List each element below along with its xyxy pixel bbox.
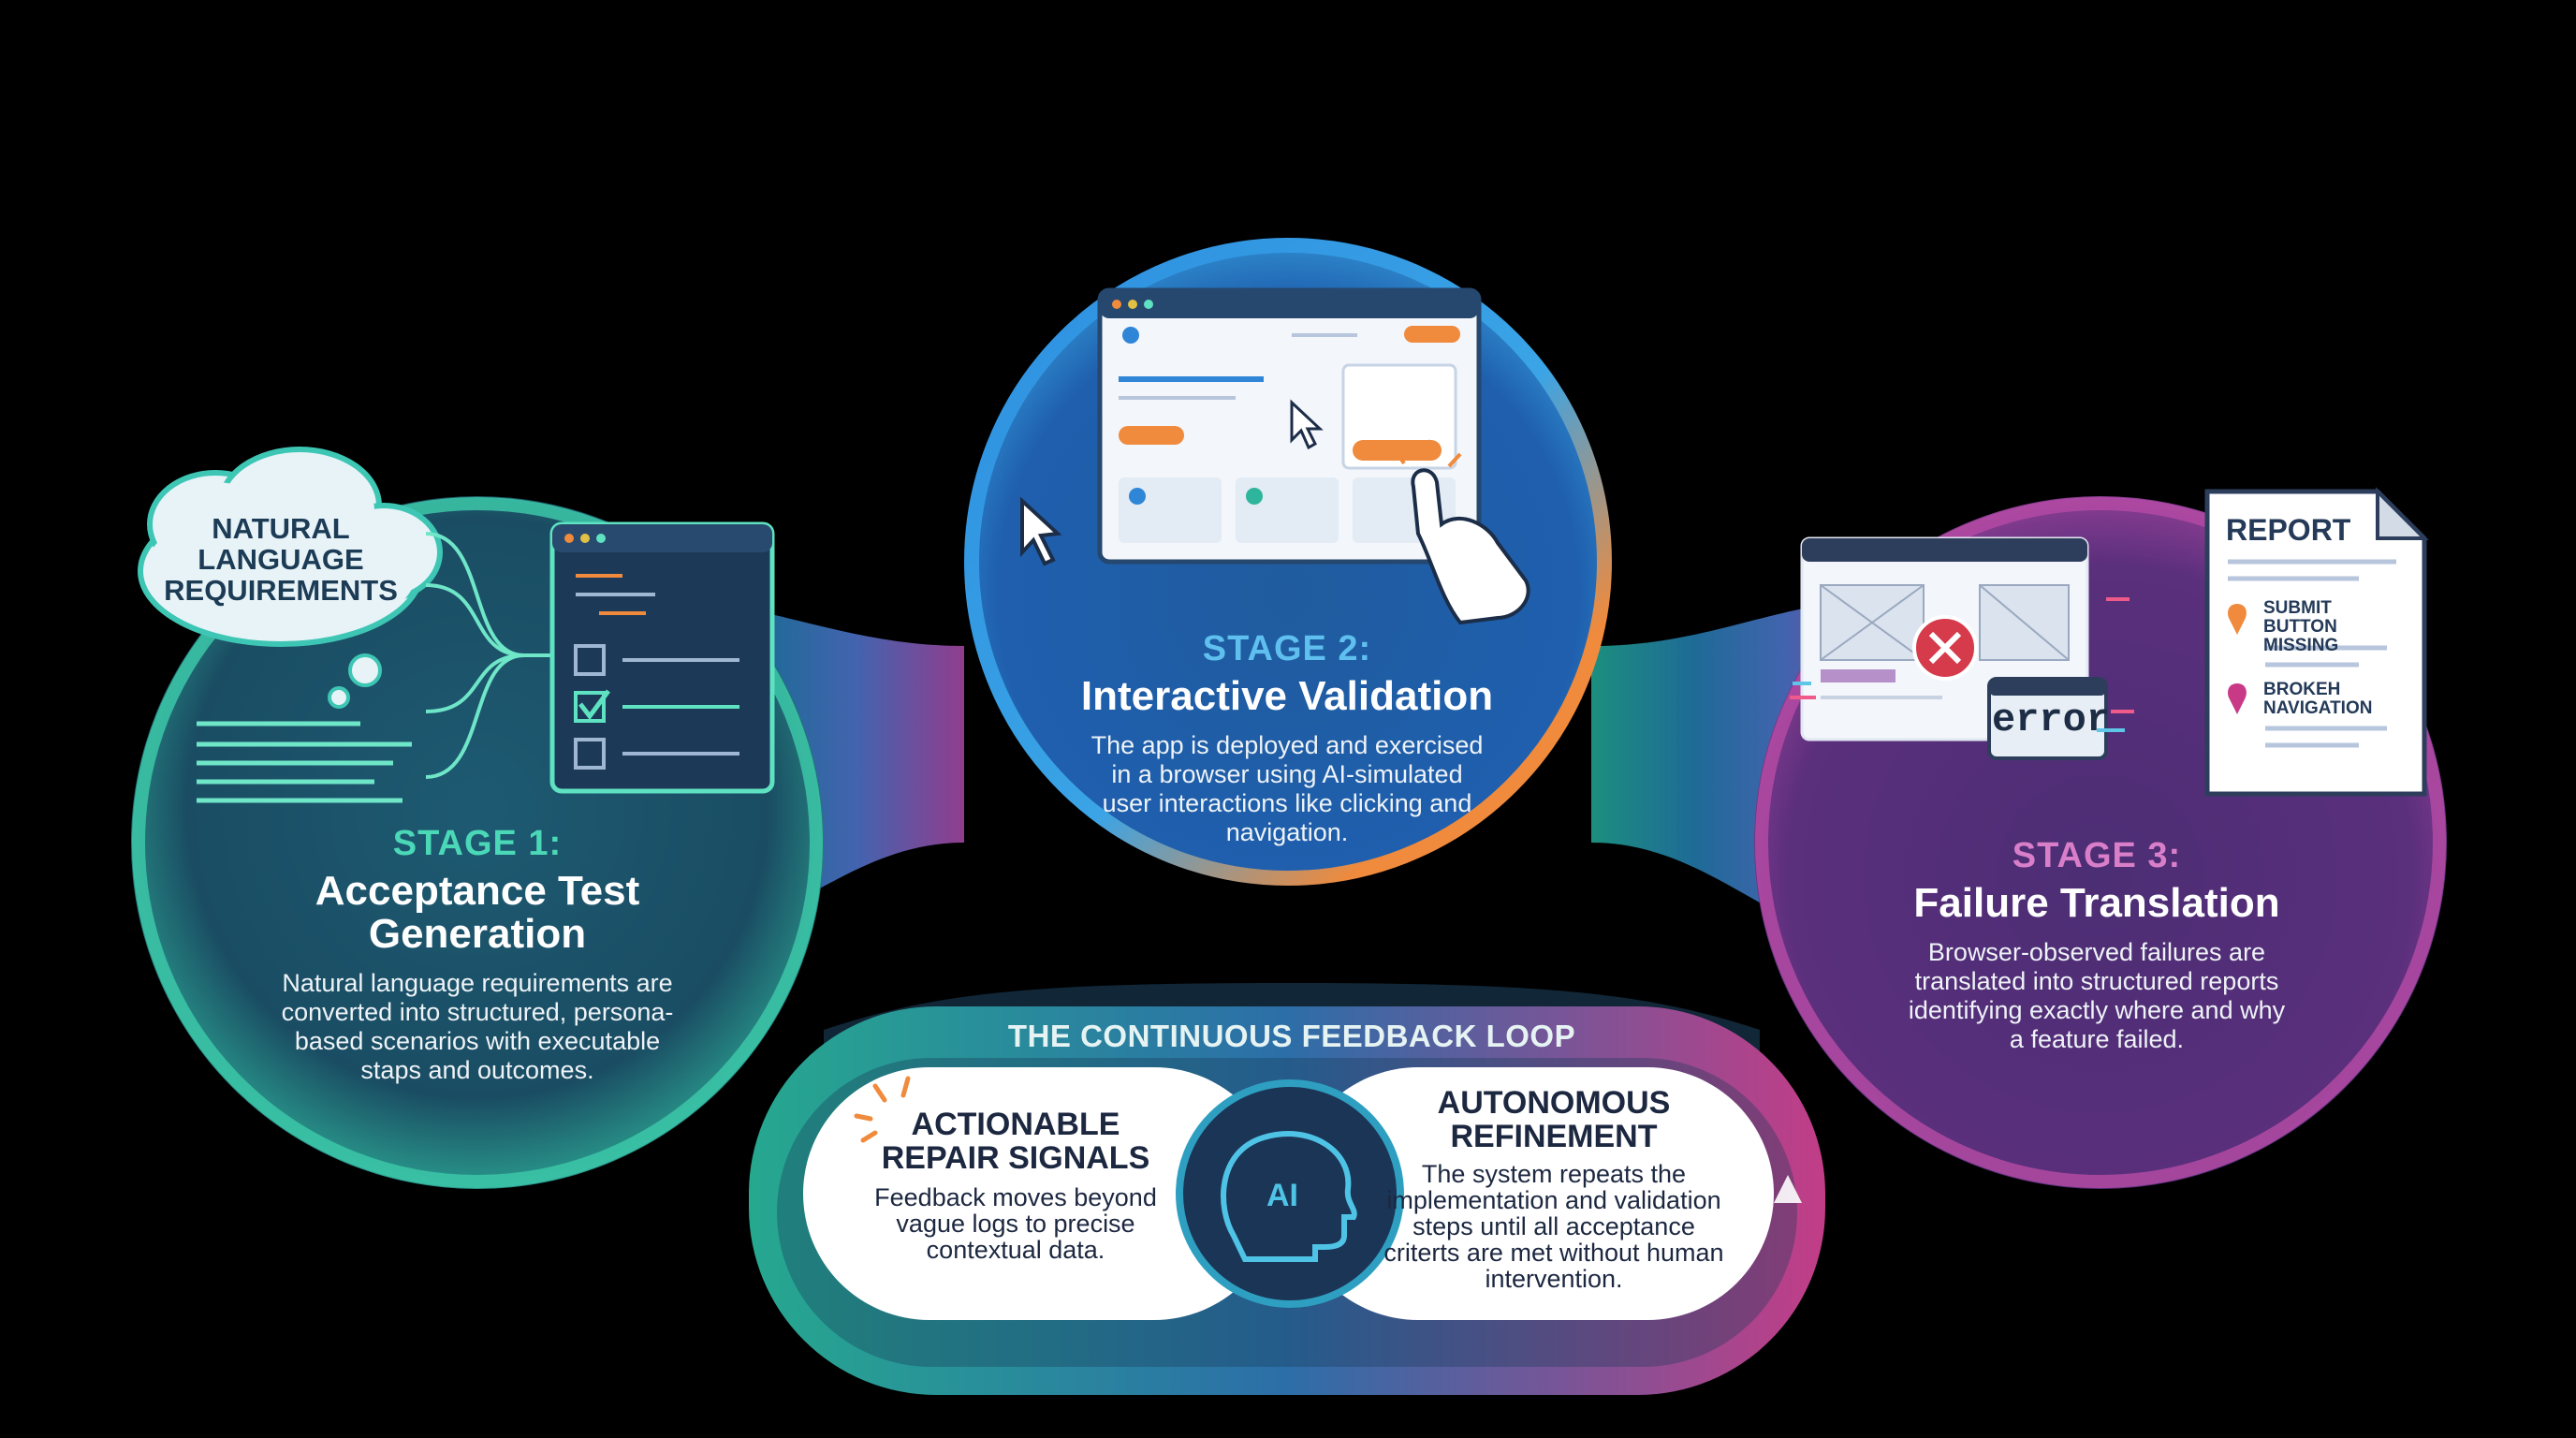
stage1-label: STAGE 1: xyxy=(392,824,563,863)
repair-signals-heading: ACTIONABLE REPAIR SIGNALS xyxy=(881,1107,1150,1176)
broken-browser-mockup xyxy=(1790,536,2134,760)
stage3-text: STAGE 3: Failure Translation Browser-obs… xyxy=(1863,836,2331,1054)
ai-head-icon xyxy=(1221,1131,1357,1262)
stage3-label: STAGE 3: xyxy=(2012,836,2182,875)
left-panel-bg xyxy=(803,1067,1281,1320)
flow-lines xyxy=(425,532,552,779)
autonomous-refinement-heading: AUTONOMOUS REFINEMENT xyxy=(1437,1085,1671,1154)
report-item-2: BROKEH NAVIGATION xyxy=(2263,680,2373,718)
stage1-description: Natural language requirements are conver… xyxy=(281,969,674,1084)
autonomous-refinement-panel: AUTONOMOUS REFINEMENT The system repeats… xyxy=(1381,1086,1727,1292)
ai-head-badge xyxy=(1176,1079,1404,1308)
report-document xyxy=(2204,487,2429,797)
stage1-text: STAGE 1: Acceptance Test Generation Natu… xyxy=(243,824,711,1085)
right-panel-bg xyxy=(1292,1067,1774,1320)
browser-mockup xyxy=(1020,287,1530,625)
stage3-description: Browser-observed failures are translated… xyxy=(1908,938,2286,1053)
cloud-shape xyxy=(138,447,443,709)
stage2-text: STAGE 2: Interactive Validation The app … xyxy=(1058,629,1516,847)
autonomous-refinement-description: The system repeats the implementation an… xyxy=(1383,1160,1724,1293)
stage1-title: Acceptance Test Generation xyxy=(315,868,640,957)
svg-text:AI: AI xyxy=(1266,1178,1298,1213)
checklist-window xyxy=(549,521,775,794)
cloud-label: NATURAL LANGUAGE REQUIREMENTS xyxy=(164,512,398,607)
error-label: error xyxy=(1992,697,2111,742)
report-item-1: SUBMIT BUTTON MISSING xyxy=(2263,598,2339,655)
report-title: REPORT xyxy=(2226,513,2351,547)
repair-signals-panel: ACTIONABLE REPAIR SIGNALS Feedback moves… xyxy=(842,1108,1189,1263)
signal-burst-icon xyxy=(854,1076,911,1143)
stage2-title: Interactive Validation xyxy=(1080,673,1494,719)
stage3-title: Failure Translation xyxy=(1913,880,2280,926)
stage2-description: The app is deployed and exercised in a b… xyxy=(1090,731,1484,846)
feedback-loop-title: THE CONTINUOUS FEEDBACK LOOP xyxy=(1007,1019,1576,1053)
stage2-label: STAGE 2: xyxy=(1202,629,1372,668)
repair-signals-description: Feedback moves beyond vague logs to prec… xyxy=(874,1183,1157,1264)
text-lines xyxy=(197,721,412,803)
